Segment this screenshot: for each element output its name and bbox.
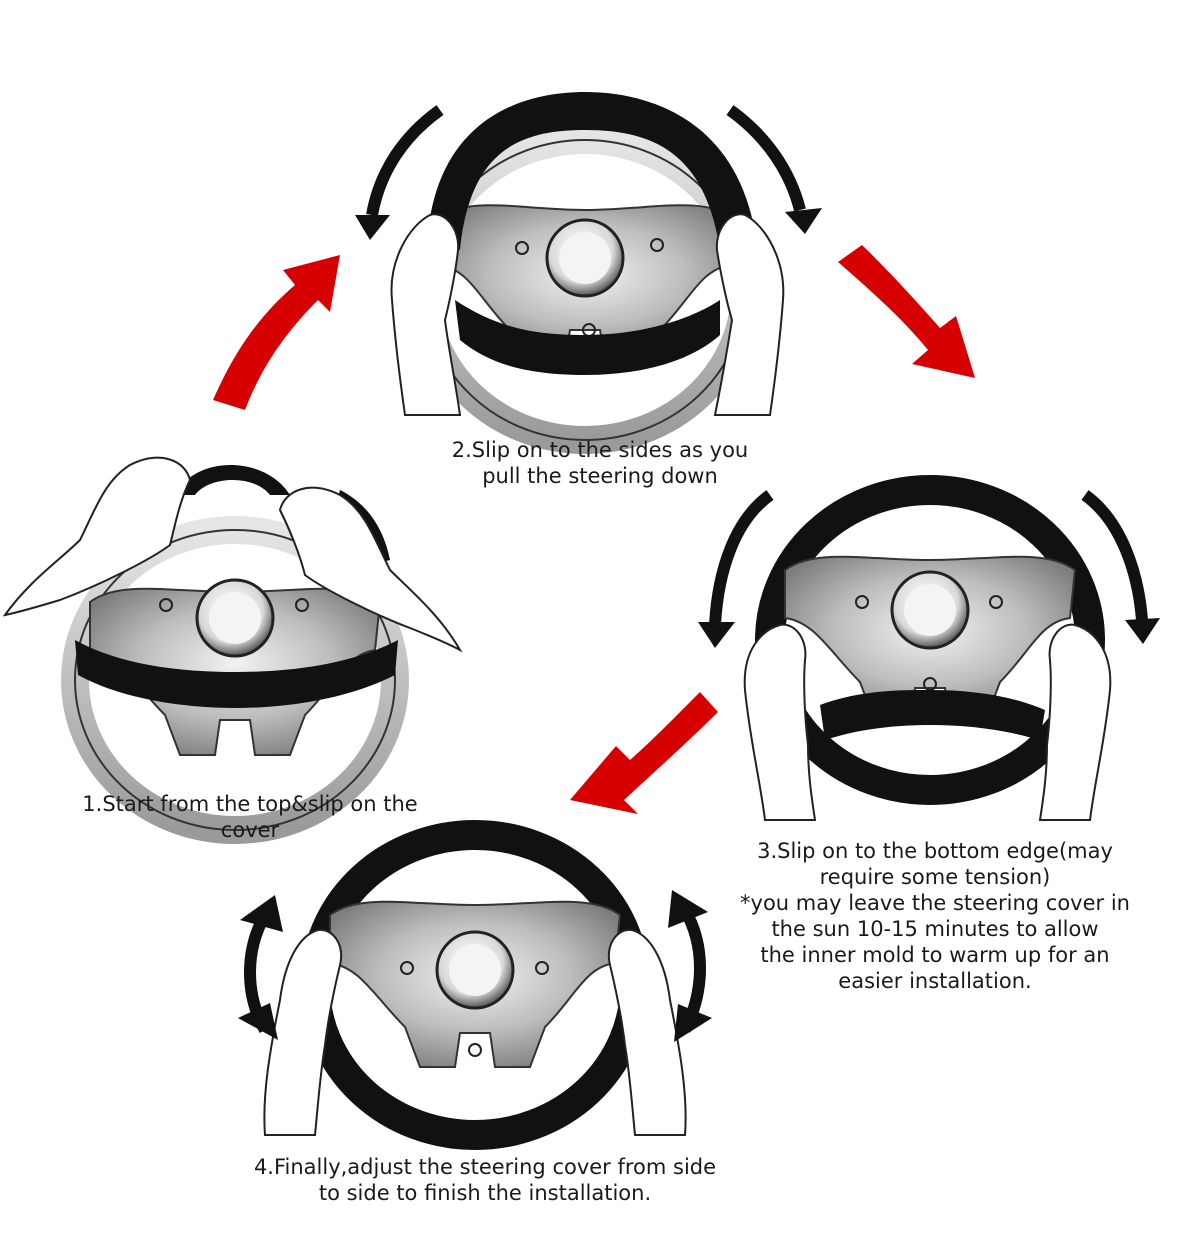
curved-arrow-icon: [698, 490, 1160, 648]
double-arrow-icon: [668, 890, 712, 1042]
step-3-caption: 3.Slip on to the bottom edge(may require…: [700, 838, 1170, 994]
steering-wheel-icon: [300, 820, 650, 1150]
step-1-caption: 1.Start from the top&slip on the cover: [40, 791, 460, 843]
hand-icon: [263, 928, 687, 1136]
step-3-line: easier installation.: [838, 969, 1032, 993]
red-flow-arrow-icon: [213, 255, 340, 410]
step-3-line: *you may leave the steering cover in: [740, 891, 1130, 915]
step-3-line: the inner mold to warm up for an: [760, 943, 1110, 967]
step-3-line: require some tension): [819, 865, 1051, 889]
step-4-line: to side to finish the installation.: [318, 1181, 652, 1205]
steering-wheel-icon: [411, 92, 759, 454]
step-1-line: cover: [220, 818, 280, 842]
double-arrow-icon: [238, 895, 283, 1040]
steering-wheel-icon: [755, 475, 1105, 805]
hand-icon: [2, 456, 463, 653]
hand-icon: [743, 623, 1112, 821]
step-2-line: 2.Slip on to the sides as you: [451, 438, 749, 462]
step-3-line: the sun 10-15 minutes to allow: [771, 917, 1099, 941]
red-flow-arrow-icon: [570, 692, 718, 814]
step-4-caption: 4.Finally,adjust the steering cover from…: [205, 1154, 765, 1206]
curved-arrow-icon: [355, 105, 822, 240]
step-3-line: 3.Slip on to the bottom edge(may: [757, 839, 1113, 863]
hand-icon: [390, 213, 785, 416]
step-2-caption: 2.Slip on to the sides as you pull the s…: [400, 437, 800, 489]
step-1-line: 1.Start from the top&slip on the: [82, 792, 418, 816]
step-2-line: pull the steering down: [482, 464, 718, 488]
step-4-line: 4.Finally,adjust the steering cover from…: [253, 1155, 717, 1179]
red-flow-arrow-icon: [838, 245, 975, 378]
